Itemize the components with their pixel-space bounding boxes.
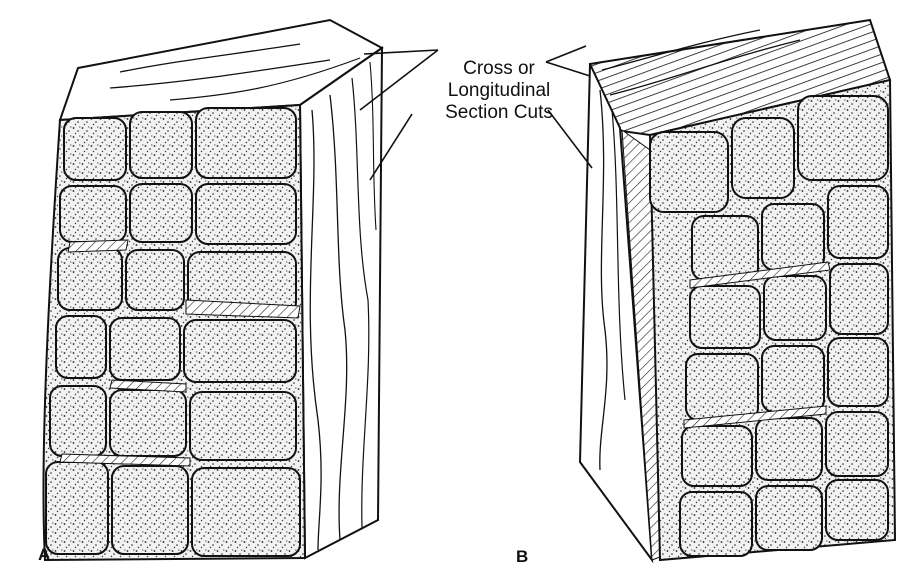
callout-line-1: Cross or xyxy=(414,58,584,80)
callout-line-2: Longitudinal xyxy=(414,80,584,102)
figure-label-a: A xyxy=(38,545,50,565)
block-b xyxy=(580,20,895,560)
callout-line-3: Section Cuts xyxy=(414,102,584,124)
block-a xyxy=(43,20,382,560)
figure-label-b: B xyxy=(516,547,528,567)
section-cuts-callout: Cross or Longitudinal Section Cuts xyxy=(414,58,584,124)
